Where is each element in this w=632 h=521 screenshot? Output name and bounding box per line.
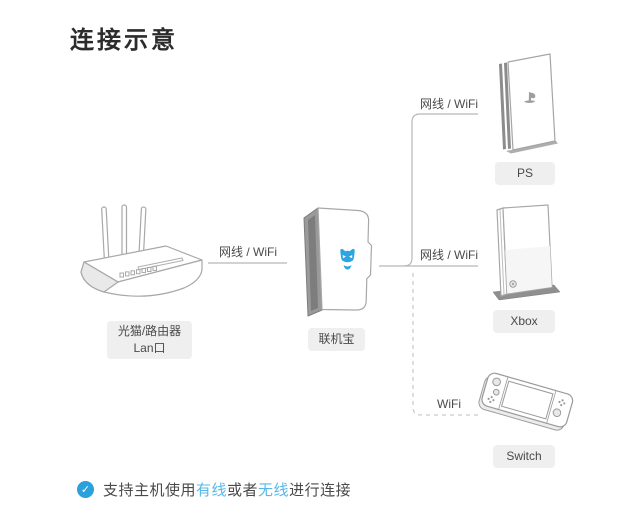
switch-console-icon <box>478 372 574 431</box>
router-illustration <box>76 202 206 312</box>
note-segment: 进行连接 <box>289 482 352 499</box>
label-hub-to-xbox: 网线 / WiFi <box>420 248 478 262</box>
ps-label: PS <box>495 162 555 185</box>
footer-note: ✓ 支持主机使用有线或者无线进行连接 <box>77 479 351 500</box>
xbox-illustration <box>486 202 566 311</box>
note-segment-wired: 有线 <box>196 482 228 499</box>
note-segment: 或者 <box>227 482 259 499</box>
router-icon <box>80 204 203 297</box>
hub-box-icon <box>303 207 373 317</box>
hub-label: 联机宝 <box>308 328 365 351</box>
footer-note-text: 支持主机使用有线或者无线进行连接 <box>103 479 351 500</box>
playstation-console-icon <box>499 53 558 154</box>
note-segment-wireless: 无线 <box>258 482 290 499</box>
switch-label: Switch <box>493 445 555 468</box>
check-circle-icon: ✓ <box>77 481 94 498</box>
line-hub-to-ps <box>403 113 478 267</box>
label-hub-to-switch: WiFi <box>437 397 461 411</box>
label-hub-to-ps: 网线 / WiFi <box>420 97 478 111</box>
router-label-line2: Lan口 <box>133 341 166 355</box>
router-label-line1: 光猫/路由器 <box>117 324 182 338</box>
xbox-label: Xbox <box>493 310 555 333</box>
switch-illustration <box>477 371 577 448</box>
cat-logo-icon <box>340 248 355 270</box>
line-hub-to-switch-dashed <box>412 273 478 416</box>
hub-illustration <box>284 204 384 327</box>
xbox-console-icon <box>492 204 561 301</box>
ps-illustration <box>490 50 562 159</box>
note-segment: 支持主机使用 <box>103 482 197 499</box>
ps-logo-icon <box>524 92 536 103</box>
router-label: 光猫/路由器 Lan口 <box>107 321 192 359</box>
page-title: 连接示意 <box>70 27 178 54</box>
label-router-to-hub: 网线 / WiFi <box>219 245 277 259</box>
xbox-logo-icon <box>509 280 517 288</box>
